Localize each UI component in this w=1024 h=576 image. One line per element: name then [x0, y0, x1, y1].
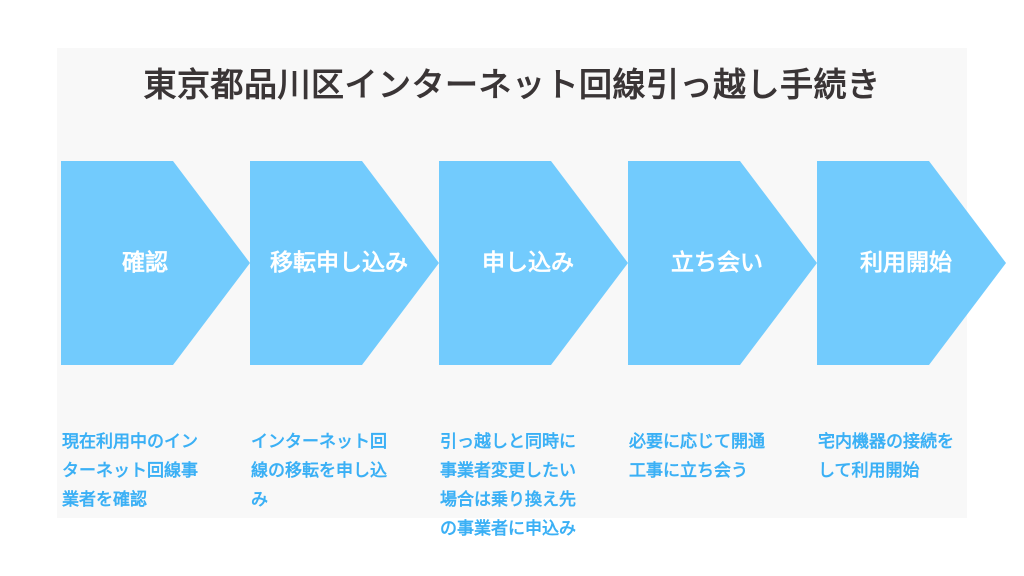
- step-label: 移転申し込み: [270, 249, 408, 276]
- page-title: 東京都品川区インターネット回線引っ越し手続き: [143, 65, 881, 104]
- step-arrow-5: 利用開始: [817, 161, 1006, 365]
- step-description-3: 引っ越しと同時に事業者変更したい場合は乗り換え先の事業者に申込み: [440, 432, 576, 539]
- step-label: 申し込み: [482, 249, 574, 276]
- step-arrow-1: 確認: [61, 161, 250, 365]
- chevron-arrow-shape: [250, 161, 439, 365]
- chevron-arrow-shape: [628, 161, 817, 365]
- chevron-arrow-shape: [439, 161, 628, 365]
- step-description-5: 宅内機器の接続をして利用開始: [818, 432, 954, 481]
- step-arrow-2: 移転申し込み: [250, 161, 439, 365]
- step-description-1: 現在利用中のインターネット回線事業者を確認: [62, 432, 198, 510]
- step-label: 立ち会い: [671, 249, 763, 276]
- step-description-2: インターネット回線の移転を申し込み: [251, 432, 387, 510]
- step-description-4: 必要に応じて開通工事に立ち会う: [629, 432, 765, 481]
- step-arrow-4: 立ち会い: [628, 161, 817, 365]
- step-label: 確認: [122, 249, 168, 276]
- chevron-arrow-shape: [817, 161, 1006, 365]
- step-label: 利用開始: [860, 249, 952, 276]
- step-arrow-3: 申し込み: [439, 161, 628, 365]
- chevron-arrow-shape: [61, 161, 250, 365]
